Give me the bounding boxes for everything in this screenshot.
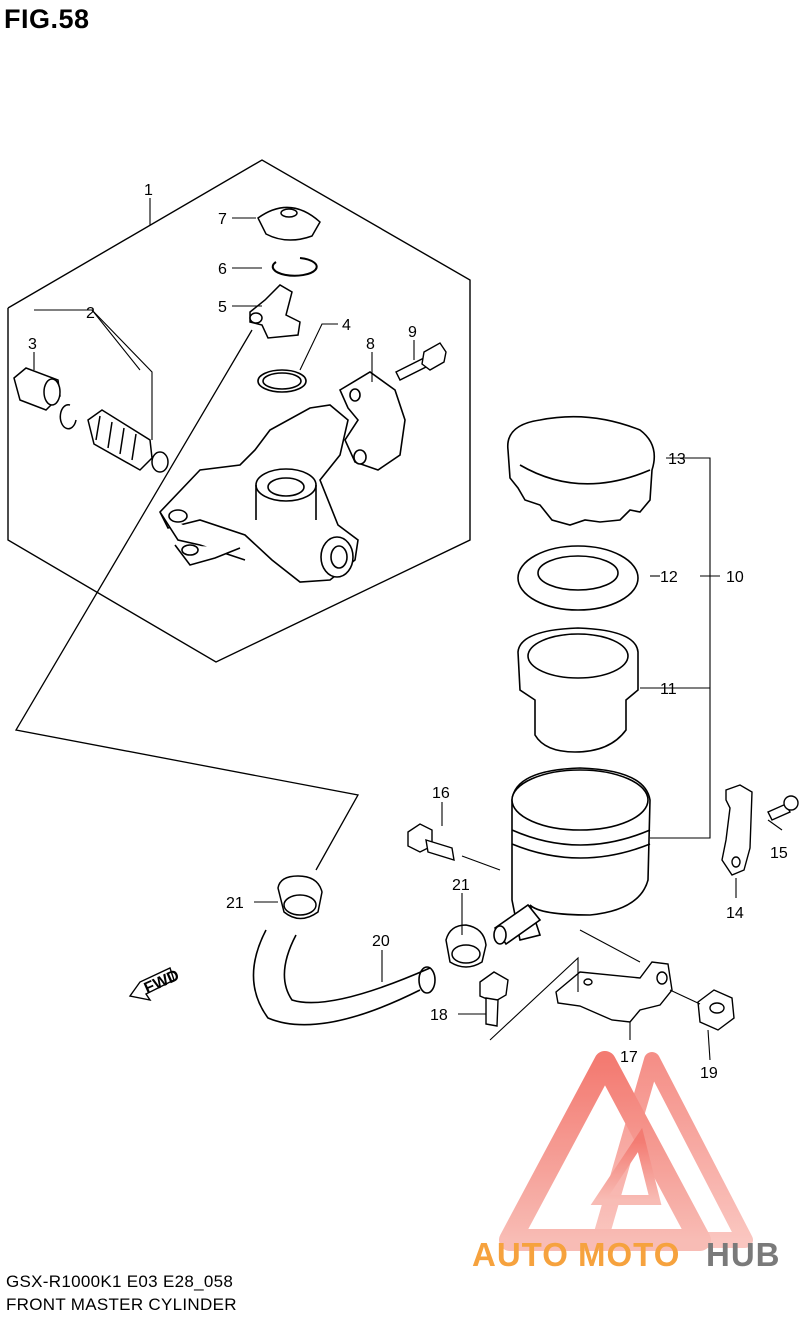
part-20-hose	[252, 929, 436, 1026]
callout-8: 8	[366, 336, 375, 353]
part-4-oring	[257, 369, 307, 393]
footer-model-code: GSX-R1000K1 E03 E28_058	[6, 1272, 234, 1291]
part-17-bracket	[555, 961, 673, 1023]
part-9-bolt	[395, 342, 447, 381]
callout-10: 10	[726, 569, 744, 586]
part-6-circlip	[271, 257, 318, 277]
figure-title: FIG.58	[4, 4, 90, 34]
callout-labels: 1 7 6 5 4 8 9 2 3 13 12 10 11 16 15 14 2…	[28, 182, 788, 1082]
watermark-auto: AUTO	[472, 1236, 569, 1273]
callout-9: 9	[408, 324, 417, 341]
callout-6: 6	[218, 261, 227, 278]
part-7-cap	[257, 206, 321, 241]
assembly-frame	[7, 159, 471, 663]
callout-19: 19	[700, 1065, 718, 1082]
part-3-boot	[13, 367, 61, 411]
part-13-reservoir-cap	[507, 415, 656, 526]
callout-12: 12	[660, 569, 678, 586]
watermark-moto: MOTO	[578, 1236, 680, 1273]
hose-routing-line	[14, 329, 360, 871]
callout-21-lower: 21	[452, 877, 470, 894]
callout-16: 16	[432, 785, 450, 802]
part-11-diaphragm	[517, 627, 639, 753]
part-10-reservoir	[493, 767, 651, 946]
callout-11: 11	[660, 681, 677, 698]
callout-14: 14	[726, 905, 744, 922]
callout-1: 1	[144, 182, 153, 199]
callout-13: 13	[668, 451, 686, 468]
callout-7: 7	[218, 211, 227, 228]
callout-17: 17	[620, 1049, 638, 1066]
part-15-screw	[767, 795, 799, 821]
callout-4: 4	[342, 317, 351, 334]
part-18-bolt	[479, 971, 509, 1027]
callout-18: 18	[430, 1007, 448, 1024]
part-2-piston	[59, 403, 169, 473]
callout-5: 5	[218, 299, 227, 316]
leader-lines	[33, 198, 783, 1061]
callout-15: 15	[770, 845, 788, 862]
fwd-arrow-icon: FWD	[128, 967, 182, 1002]
part-21-clamp-lower	[445, 924, 487, 968]
part-16-bolt	[407, 823, 455, 862]
part-19-nut	[697, 989, 735, 1031]
watermark-text: AUTO MOTO HUB	[472, 1236, 781, 1273]
callout-2: 2	[86, 305, 95, 322]
part-21-clamp-upper	[277, 875, 323, 920]
part-12-plate	[517, 545, 639, 611]
part-14-bracket	[721, 784, 753, 876]
watermark-hub: HUB	[706, 1236, 781, 1273]
callout-3: 3	[28, 336, 37, 353]
callout-21-upper: 21	[226, 895, 244, 912]
part-5-connector	[249, 284, 301, 339]
master-cylinder-body	[159, 371, 406, 583]
callout-20: 20	[372, 933, 390, 950]
watermark-logo	[499, 1051, 753, 1251]
footer-section-name: FRONT MASTER CYLINDER	[6, 1295, 237, 1314]
